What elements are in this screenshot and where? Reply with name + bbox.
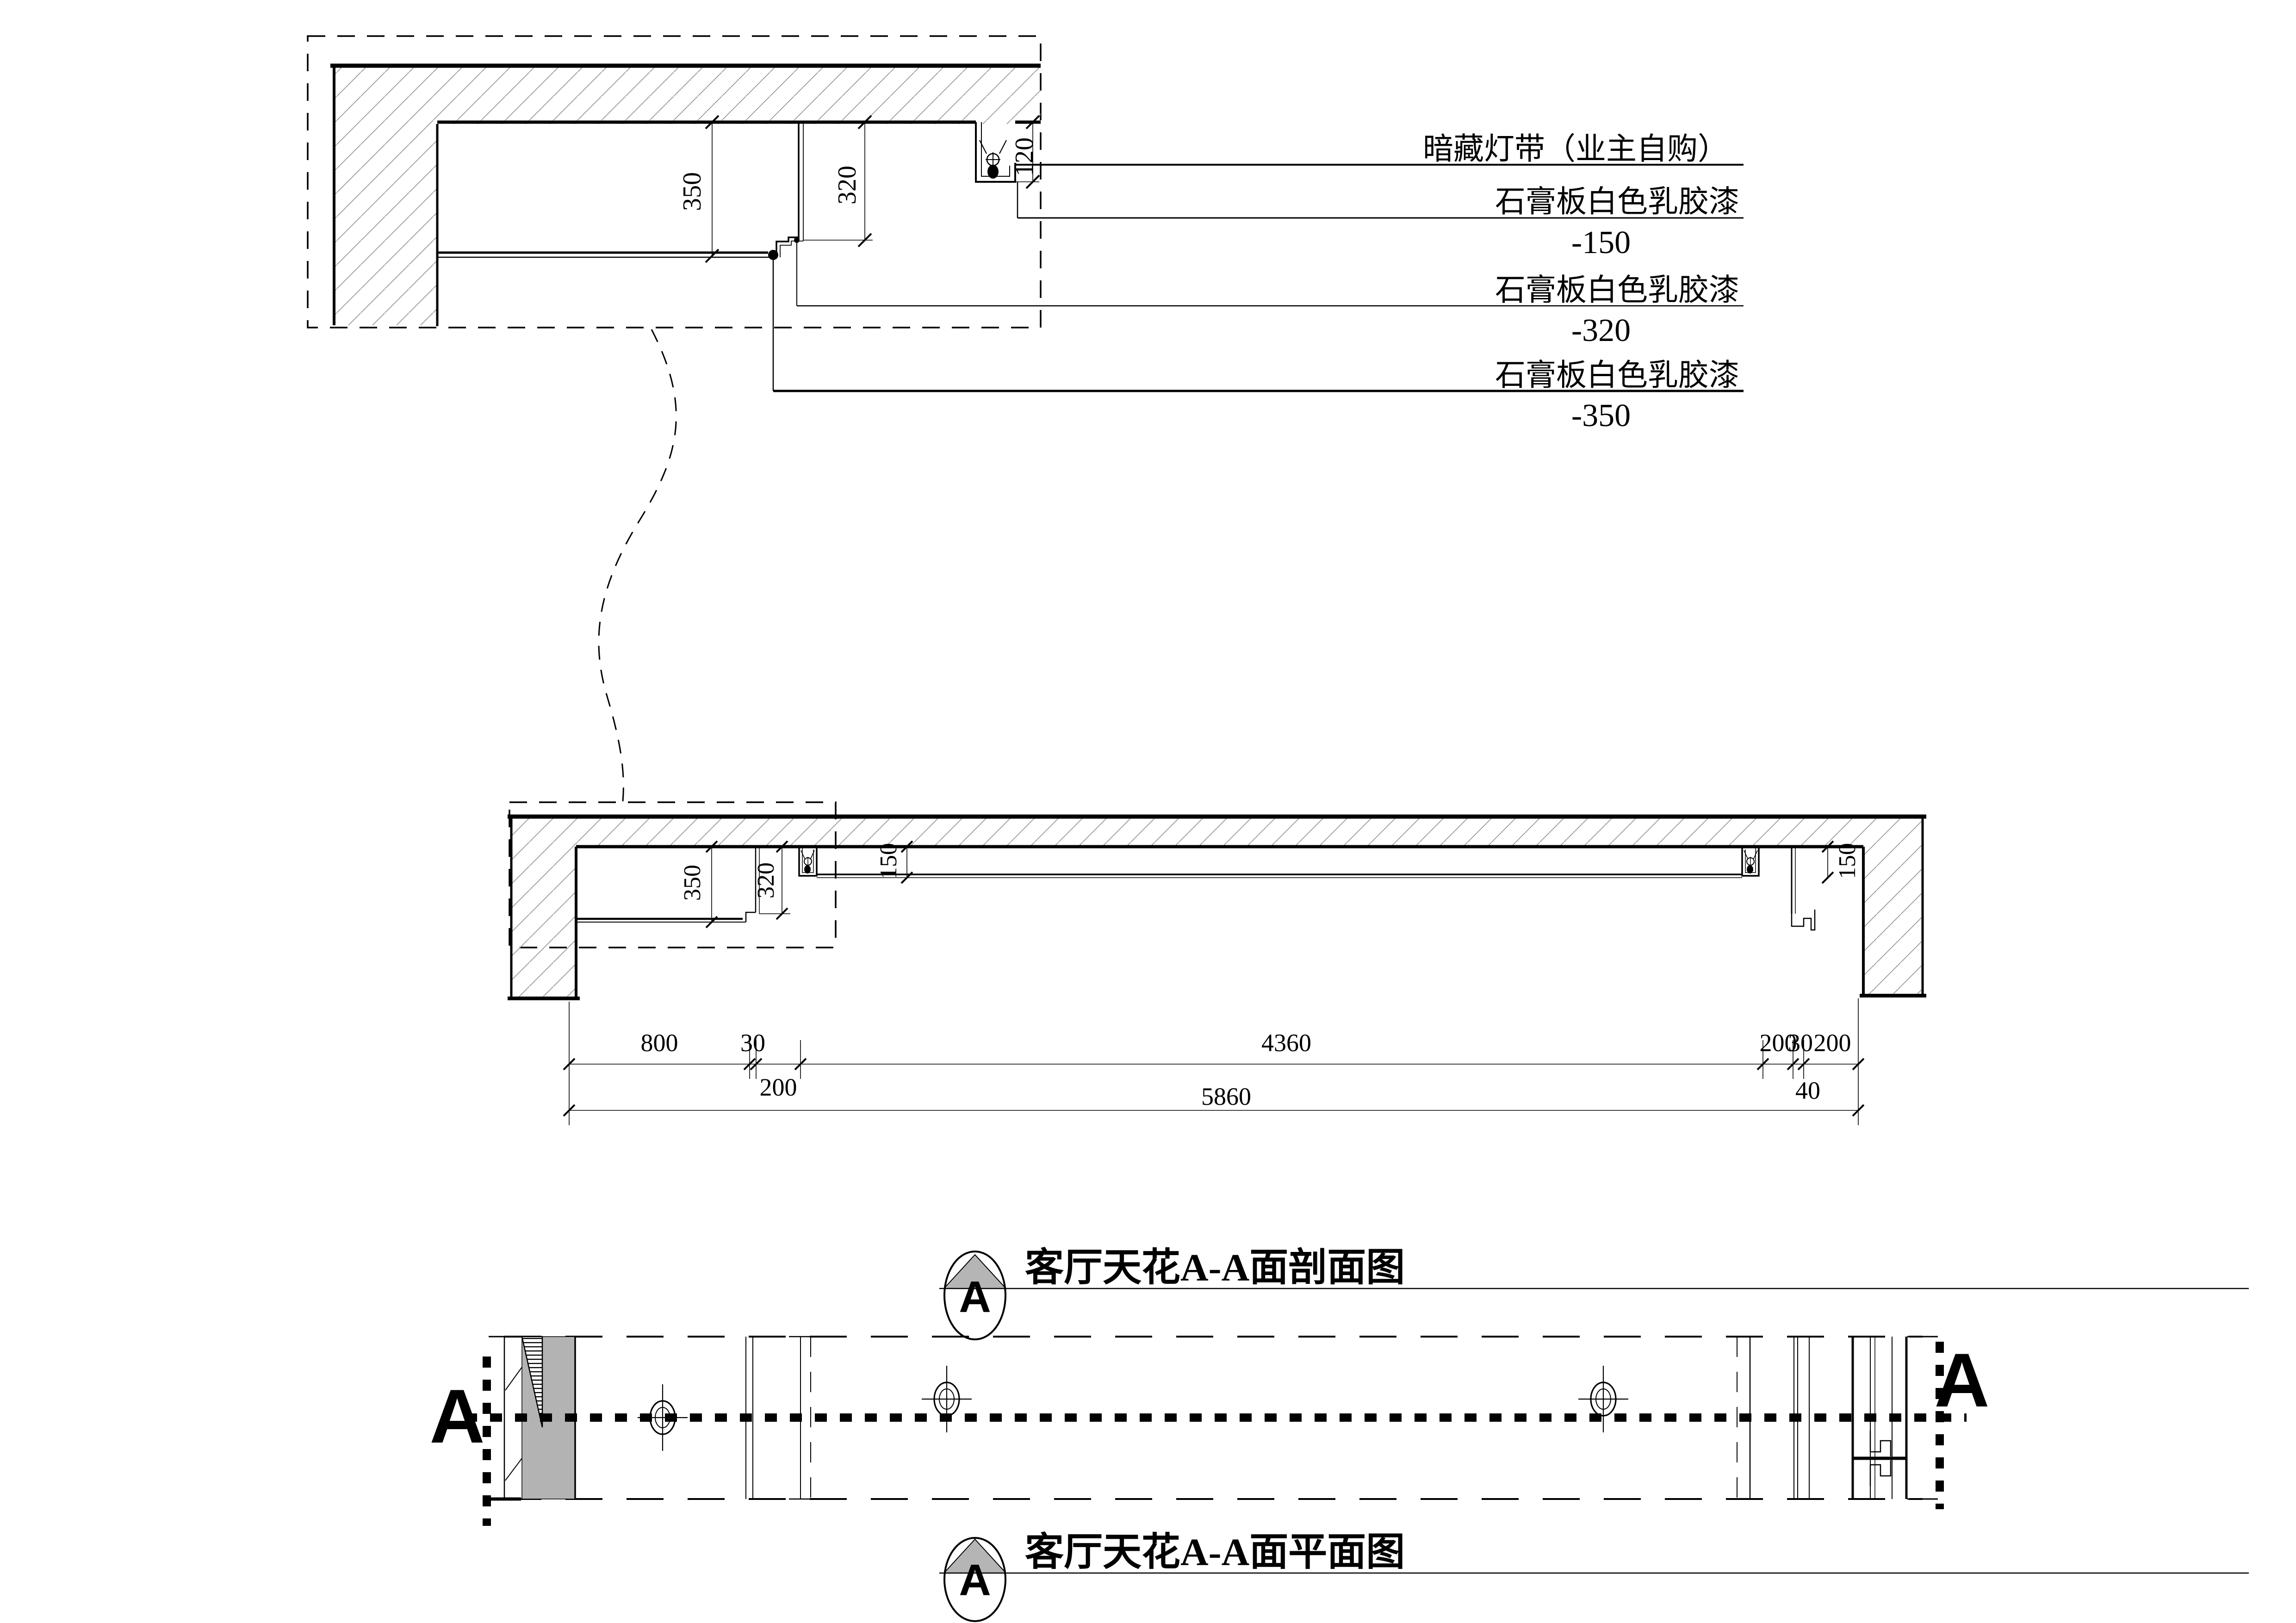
ceiling-lamp-icon [638, 1384, 688, 1451]
dim-800: 800 [641, 1029, 678, 1057]
section-left-cove [798, 847, 818, 877]
plan-cut-wedge [521, 1336, 543, 1428]
section-title-block: A 客厅天花A-A面剖面图 [939, 1246, 2249, 1340]
top-detail-view: 350 320 120 [307, 35, 1042, 328]
callout-gypsum-3: 石膏板白色乳胶漆 [1495, 359, 1739, 392]
dim-30-left: 30 [740, 1029, 765, 1057]
plan-view: A A [429, 1336, 1990, 1526]
detail-reference-leader [598, 329, 677, 802]
dim-320-label: 320 [833, 166, 862, 204]
section-dimension-chain [563, 998, 1865, 1125]
dim-30-right: 30 [1788, 1029, 1813, 1057]
led-strip-icon [979, 140, 1007, 179]
section-dim-320: 320 [753, 862, 779, 898]
callout-level-150: -150 [1571, 225, 1631, 260]
section-vertical-dims [705, 840, 1834, 929]
cut-label-right: A [1934, 1338, 1989, 1423]
dim-4360: 4360 [1261, 1029, 1311, 1057]
section-marker-bubble [943, 1251, 1006, 1340]
slab-wall-hatch [334, 66, 1041, 325]
callout-level-320: -320 [1571, 313, 1631, 348]
plan-title-text: 客厅天花A-A面平面图 [1025, 1531, 1405, 1574]
dim-200-right2: 200 [1814, 1029, 1851, 1057]
section-marker-letter: A [959, 1272, 991, 1322]
dim-200-right1: 200 [1760, 1029, 1797, 1057]
detail-boundary-dashed-box [307, 35, 1042, 328]
plan-moulding-step-lower [1869, 1460, 1892, 1486]
led-strip-icon [1744, 850, 1758, 873]
plan-moulding-step-upper [1869, 1431, 1892, 1456]
dim-40-below: 40 [1795, 1077, 1820, 1104]
section-title-text: 客厅天花A-A面剖面图 [1025, 1246, 1405, 1289]
callout-gypsum-2: 石膏板白色乳胶漆 [1495, 273, 1739, 307]
dim-5860: 5860 [1201, 1083, 1251, 1110]
plan-marker-bubble [943, 1537, 1006, 1622]
section-dim-350: 350 [679, 865, 706, 901]
led-strip-icon [800, 850, 815, 873]
cut-label-left: A [429, 1374, 484, 1459]
dim-120-label: 120 [1010, 137, 1039, 176]
callout-led-strip: 暗藏灯带（业主自购） [1423, 132, 1728, 166]
section-crown-moulding [1791, 847, 1816, 931]
ceiling-lamp-icon [1578, 1366, 1628, 1432]
dim-200-below: 200 [760, 1073, 797, 1101]
plan-title-block: A 客厅天花A-A面平面图 [939, 1531, 2249, 1622]
section-structure-hatch [511, 817, 1923, 998]
section-dim-150-left: 150 [875, 843, 902, 879]
detail-dimensions [705, 115, 1040, 263]
section-view: 350 320 150 150 [508, 801, 1926, 1125]
ceiling-lamp-icon [922, 1366, 972, 1432]
plan-marker-letter: A [959, 1555, 991, 1605]
section-dim-150-right: 150 [1834, 843, 1861, 879]
callout-level-350: -350 [1571, 398, 1631, 434]
section-right-cove [1741, 847, 1760, 877]
dim-350-label: 350 [678, 172, 707, 211]
callout-gypsum-1: 石膏板白色乳胶漆 [1495, 185, 1739, 219]
callout-labels: 暗藏灯带（业主自购） 石膏板白色乳胶漆 -150 石膏板白色乳胶漆 -320 石… [772, 132, 1744, 434]
